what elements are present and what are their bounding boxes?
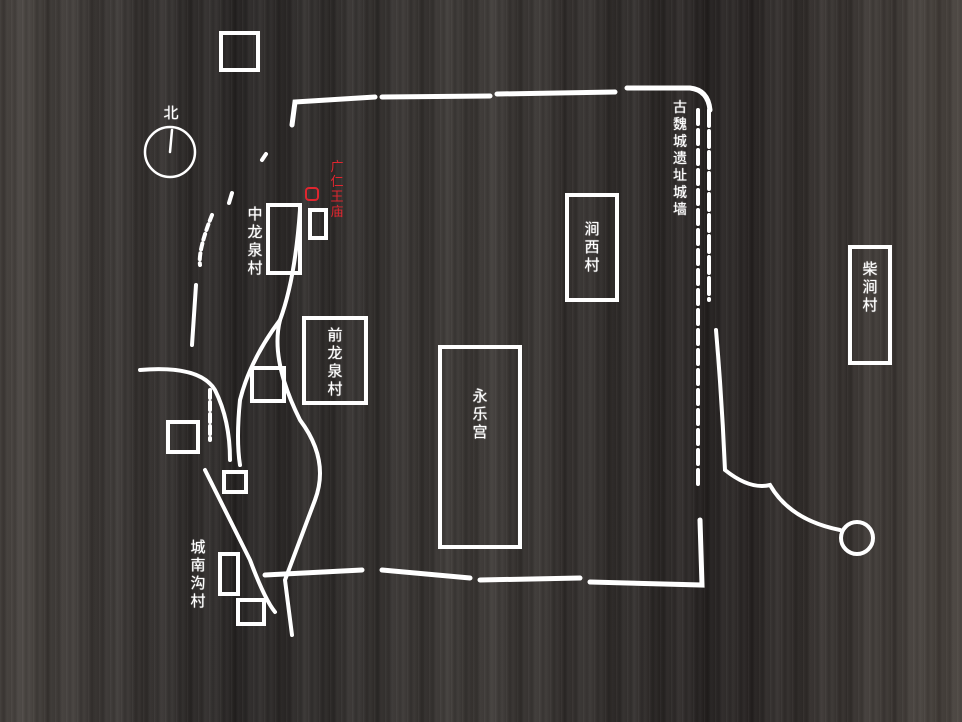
roads [138, 152, 875, 637]
north-label: 北 [163, 104, 179, 122]
village-blocks [166, 193, 892, 626]
jianxi-label: 涧西村 [584, 220, 600, 274]
temple-label: 广仁王庙 [330, 160, 344, 220]
city-wall-label: 古魏城遗址城墙 [673, 100, 687, 218]
chengnangou-label: 城南沟村 [190, 538, 206, 610]
temple-marker [305, 187, 319, 201]
city-wall [262, 85, 713, 588]
yongle-palace-label: 永乐宫 [472, 387, 488, 441]
compass [143, 125, 197, 179]
zhong-longquan-label: 中龙泉村 [247, 205, 263, 277]
qian-longquan-label: 前龙泉村 [327, 326, 343, 398]
chaijian-label: 柴涧村 [862, 260, 878, 314]
building-block [219, 31, 260, 72]
